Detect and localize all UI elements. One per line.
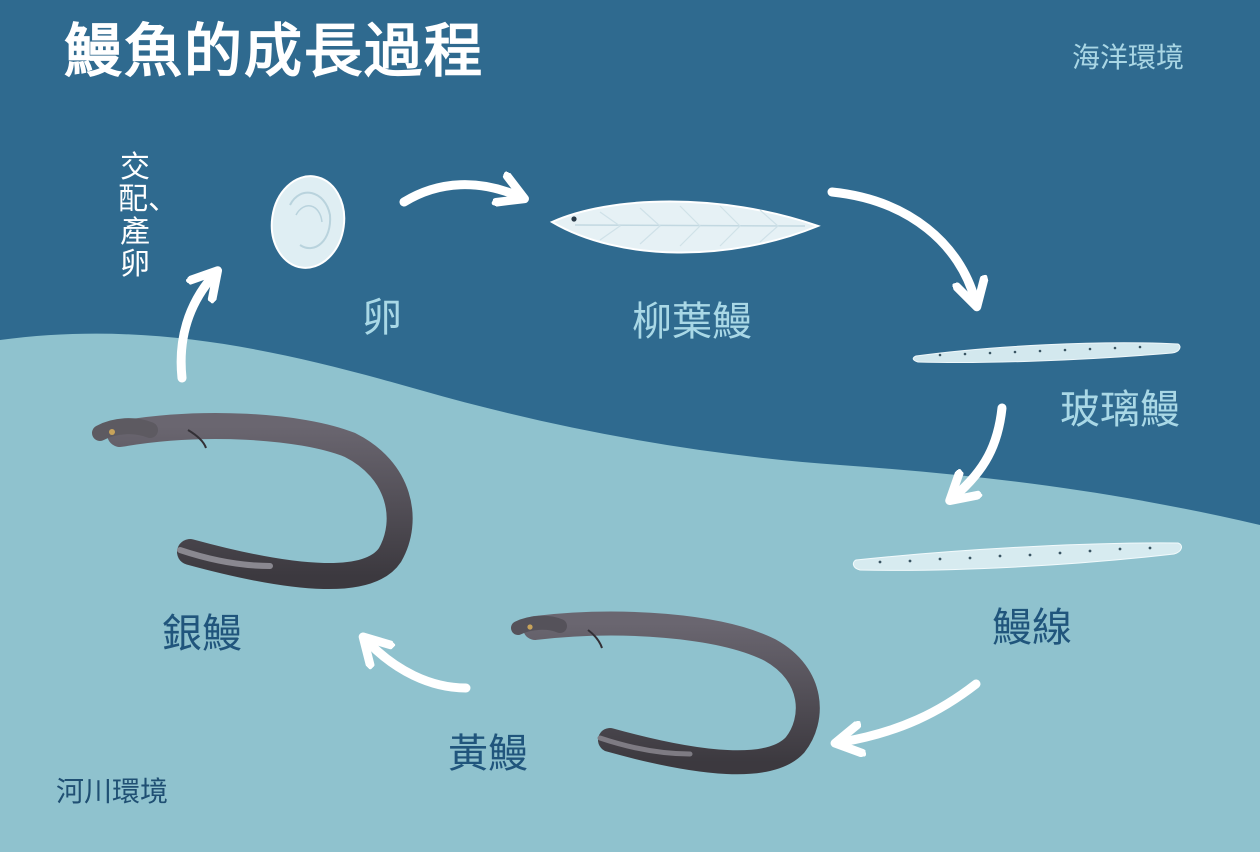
diagram-title: 鰻魚的成長過程 (64, 22, 484, 80)
elver-label: 鰻線 (992, 608, 1072, 648)
yellow-eel-label: 黃鰻 (448, 734, 528, 774)
leptocephalus-label: 柳葉鰻 (632, 302, 752, 342)
spawning-note: 交配、產卵 (118, 152, 152, 282)
river-environment-label: 河川環境 (56, 778, 168, 806)
sea-environment-label: 海洋環境 (1072, 44, 1184, 72)
silver-eel-label: 銀鰻 (162, 614, 242, 654)
egg-label: 卵 (362, 298, 402, 338)
glass-eel-label: 玻璃鰻 (1060, 390, 1180, 430)
